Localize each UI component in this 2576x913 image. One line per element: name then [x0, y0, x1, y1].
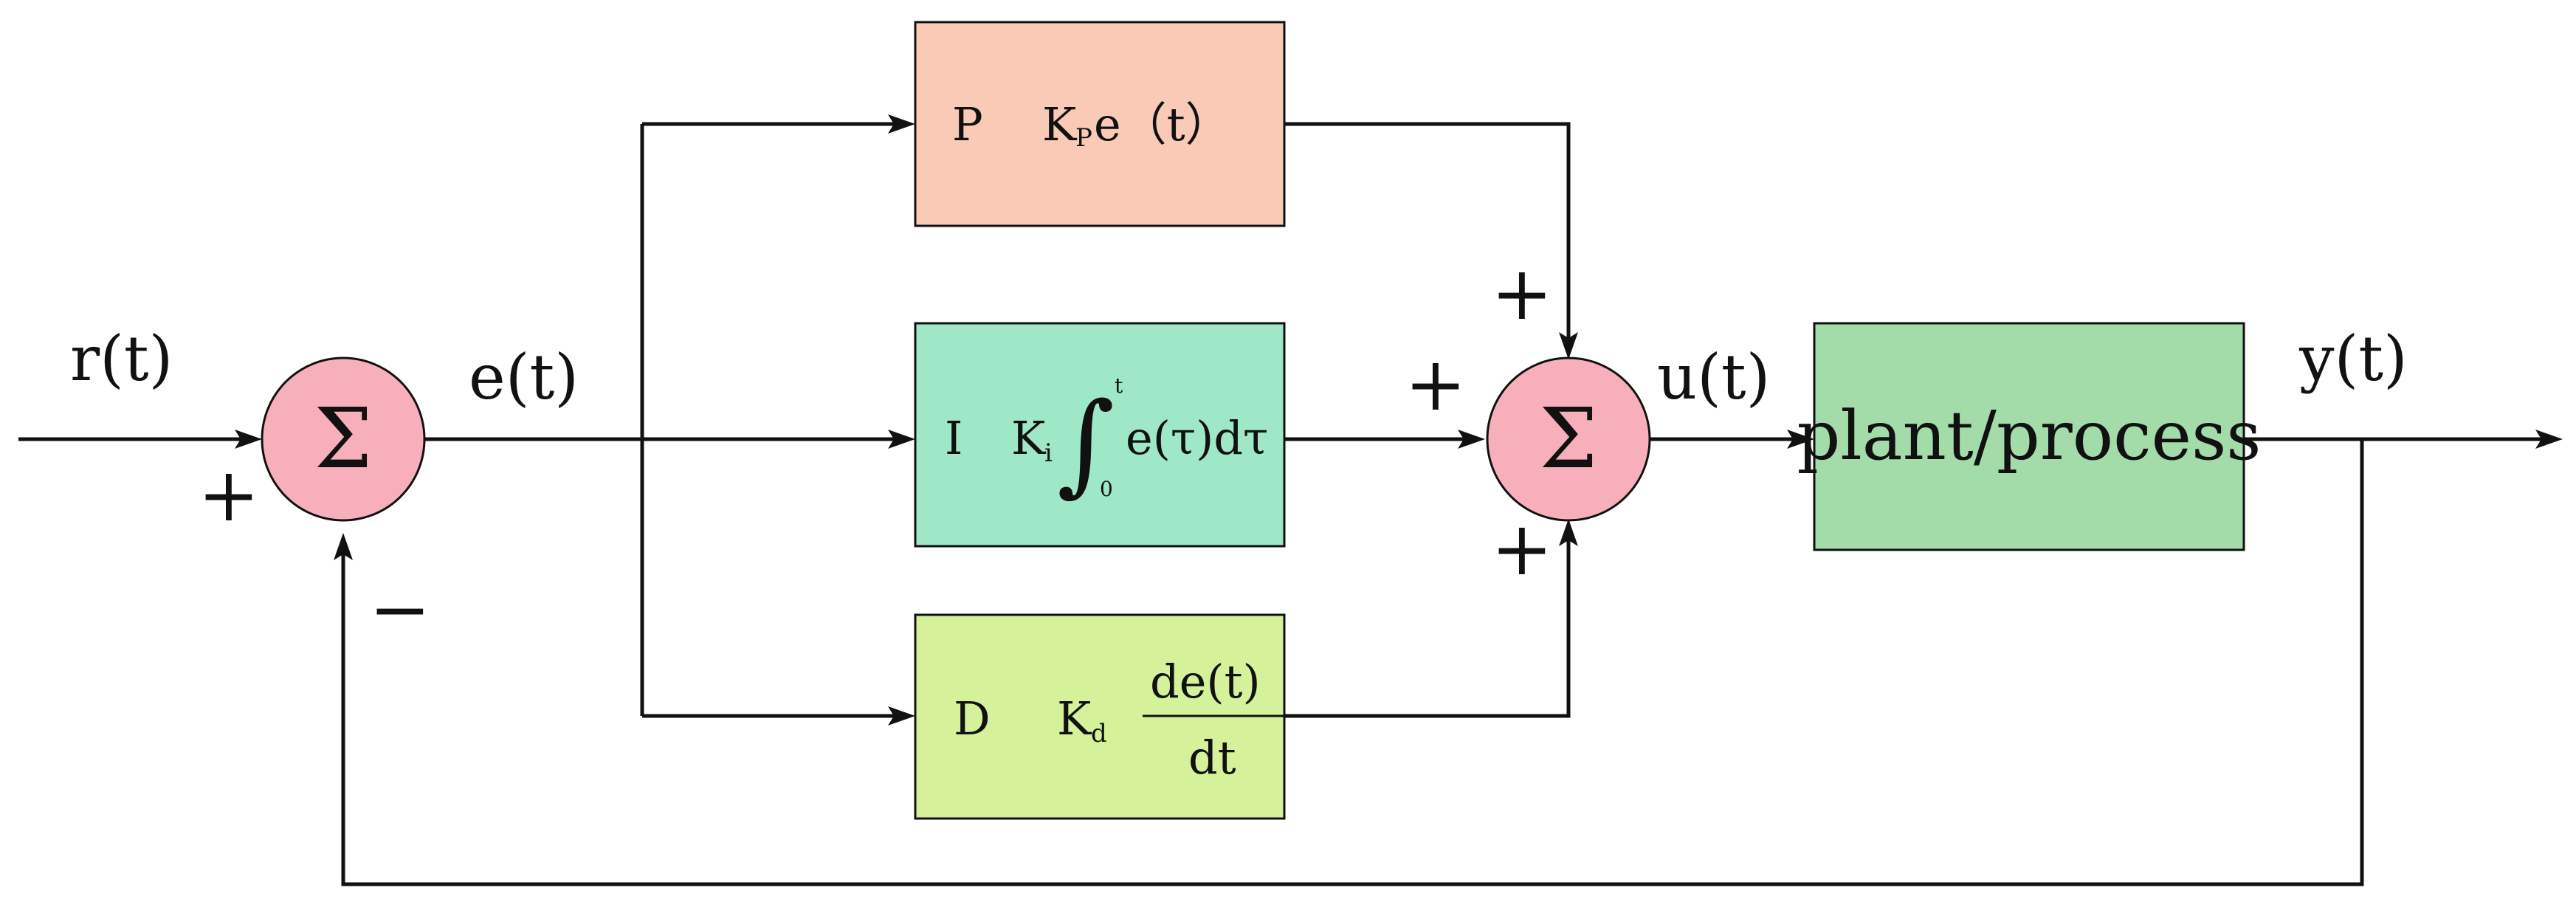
p-output-line: [1284, 122, 1571, 347]
i-output-arrowhead: [1458, 430, 1485, 449]
integral-sign: ∫: [1057, 379, 1115, 508]
error-summing-junction: [261, 356, 426, 522]
p-block-gain: K: [1042, 97, 1078, 151]
d-plus-sign: +: [1491, 506, 1553, 592]
feedback-arrowhead: [334, 533, 353, 560]
control-signal-label: u(t): [1657, 341, 1770, 413]
error-signal-label: e(t): [469, 341, 579, 413]
control-summer-sigma: Σ: [1539, 391, 1597, 487]
d-block-denominator: dt: [1188, 731, 1236, 785]
feedback-minus-sign: −: [369, 566, 431, 652]
d-output-line: [1284, 531, 1571, 718]
p-output-arrowhead: [1559, 332, 1578, 359]
d-block-letter: D: [954, 692, 991, 745]
p-block-gain-subscript: P: [1075, 123, 1092, 153]
feedback-line: [341, 439, 2364, 886]
d-output-arrowhead: [1559, 519, 1578, 546]
p-branch-arrowhead: [888, 114, 915, 134]
i-block-gain-subscript: i: [1044, 438, 1053, 468]
i-block-letter: I: [945, 411, 963, 465]
control-arrowhead: [1787, 430, 1814, 449]
output-signal-label: y(t): [2298, 323, 2408, 395]
i-plus-sign: +: [1405, 341, 1467, 427]
d-block-gain: K: [1057, 692, 1092, 745]
p-plus-sign: +: [1491, 250, 1553, 337]
integral-upper-limit: t: [1115, 373, 1123, 398]
error-summer-sigma: Σ: [314, 391, 372, 487]
d-block-gain-subscript: d: [1091, 719, 1107, 748]
output-arrowhead: [2535, 430, 2563, 449]
p-block-expression: e（t）: [1094, 97, 1231, 151]
d-block-numerator: de(t): [1150, 655, 1261, 709]
reference-signal-label: r(t): [70, 323, 173, 395]
i-block-expression: e(τ)dτ: [1126, 411, 1268, 465]
control-summing-junction: [1486, 356, 1651, 522]
input-plus-sign: +: [198, 452, 260, 538]
input-arrowhead: [235, 430, 262, 449]
d-branch-arrowhead: [888, 706, 915, 726]
i-block: [914, 322, 1286, 548]
i-block-gain: K: [1011, 411, 1047, 465]
plant-label: plant/process: [1797, 396, 2261, 475]
integral-lower-limit: 0: [1100, 477, 1113, 501]
p-block-letter: P: [952, 97, 983, 151]
i-branch-arrowhead: [888, 430, 915, 449]
p-block: [914, 21, 1286, 227]
plant-block: [1813, 322, 2245, 551]
